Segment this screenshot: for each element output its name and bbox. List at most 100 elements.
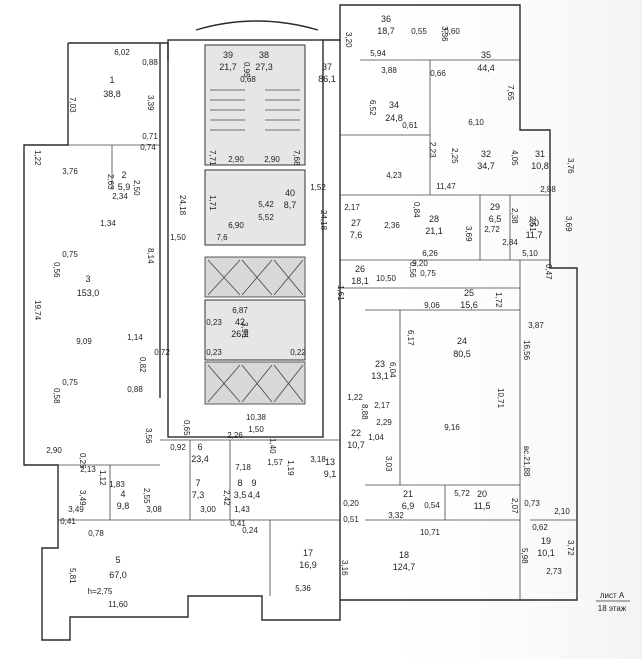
svg-text:3,16: 3,16 [340,560,349,576]
svg-text:h=2,75: h=2,75 [88,587,113,596]
svg-text:36: 36 [381,14,391,24]
svg-text:24,18: 24,18 [178,195,187,216]
svg-text:1,12: 1,12 [98,470,107,486]
svg-text:0,74: 0,74 [140,143,156,152]
svg-text:3,5: 3,5 [234,490,247,500]
svg-text:4,05: 4,05 [510,150,519,166]
svg-text:7,71: 7,71 [208,150,217,166]
svg-text:5,81: 5,81 [68,568,77,584]
svg-text:0,84: 0,84 [412,202,421,218]
svg-text:1,40: 1,40 [268,438,277,454]
svg-text:44,4: 44,4 [477,63,495,73]
svg-text:2,10: 2,10 [554,507,570,516]
svg-text:0,24: 0,24 [242,526,258,535]
svg-text:38,8: 38,8 [103,89,121,99]
svg-text:67,0: 67,0 [109,570,127,580]
svg-text:9,1: 9,1 [324,469,337,479]
svg-text:1,57: 1,57 [267,458,283,467]
svg-text:3,69: 3,69 [464,226,473,242]
svg-text:0,92: 0,92 [170,443,186,452]
svg-text:86,1: 86,1 [318,74,336,84]
svg-text:24,8: 24,8 [385,113,403,123]
svg-text:9,09: 9,09 [76,337,92,346]
svg-text:1,72: 1,72 [494,292,503,308]
svg-text:11,47: 11,47 [436,182,456,191]
svg-text:3: 3 [85,274,90,284]
svg-text:2,36: 2,36 [384,221,400,230]
svg-text:0,20: 0,20 [343,499,359,508]
svg-text:8,14: 8,14 [146,248,155,264]
svg-text:124,7: 124,7 [393,562,416,572]
svg-text:2,34: 2,34 [112,192,128,201]
svg-text:10,1: 10,1 [537,548,555,558]
svg-text:8,88: 8,88 [360,404,369,420]
room-27: 277,6 [350,218,363,240]
floor-label: 18 этаж [598,604,627,613]
room-8: 83,5 [234,478,247,500]
svg-text:23: 23 [375,359,385,369]
svg-text:0,55: 0,55 [411,27,427,36]
svg-text:0,78: 0,78 [88,529,104,538]
svg-text:28: 28 [429,214,439,224]
svg-text:7,18: 7,18 [235,463,251,472]
svg-text:0,47: 0,47 [544,264,553,280]
svg-text:1,14: 1,14 [127,333,143,342]
svg-text:3,18: 3,18 [310,455,326,464]
dimension-labels: 6,02 0,88 7,03 3,39 0,71 0,74 1,22 3,76 … [33,26,575,609]
svg-text:2,13: 2,13 [80,465,96,474]
svg-text:5: 5 [115,555,120,565]
svg-text:3,36: 3,36 [440,26,449,42]
svg-text:3,49: 3,49 [68,505,84,514]
svg-text:1,22: 1,22 [347,393,363,402]
svg-text:0,23: 0,23 [206,348,222,357]
svg-text:6,26: 6,26 [422,249,438,258]
svg-text:3,88: 3,88 [381,66,397,75]
room-1: 138,8 [103,75,121,99]
svg-text:3,76: 3,76 [62,167,78,176]
svg-text:0,68: 0,68 [240,75,256,84]
svg-text:0,58: 0,58 [52,388,61,404]
svg-text:11,7: 11,7 [526,230,543,240]
svg-text:0,23: 0,23 [206,318,222,327]
svg-text:6,04: 6,04 [388,362,397,378]
svg-text:34: 34 [389,100,399,110]
svg-text:0,56: 0,56 [408,262,417,278]
svg-text:0,71: 0,71 [142,132,158,141]
svg-text:1: 1 [109,75,114,85]
room-2: 25,9 [118,170,131,192]
svg-text:7: 7 [195,478,200,488]
svg-text:0,60: 0,60 [444,27,460,36]
svg-text:3,96: 3,96 [240,322,249,338]
svg-text:6,17: 6,17 [406,330,415,346]
svg-text:3,87: 3,87 [528,321,544,330]
svg-text:2,90: 2,90 [46,446,62,455]
svg-text:0,66: 0,66 [430,69,446,78]
svg-text:29: 29 [490,202,500,212]
room-4: 49,8 [117,489,130,511]
svg-text:10,38: 10,38 [246,413,267,422]
room-7: 77,3 [192,478,205,500]
room-9: 94,4 [248,478,261,500]
svg-text:2,88: 2,88 [540,185,556,194]
svg-text:5,9: 5,9 [118,182,131,192]
svg-text:10,8: 10,8 [531,161,549,171]
svg-text:1,83: 1,83 [109,480,125,489]
sheet-label: лист А [600,591,625,600]
svg-text:20: 20 [477,489,487,499]
svg-text:7,03: 7,03 [68,97,77,113]
svg-text:16,56: 16,56 [522,340,531,361]
svg-text:2,90: 2,90 [228,155,244,164]
svg-text:80,5: 80,5 [453,349,471,359]
room-5: 567,0 [109,555,127,580]
svg-text:1,19: 1,19 [286,460,295,476]
svg-text:2,42: 2,42 [222,490,231,506]
